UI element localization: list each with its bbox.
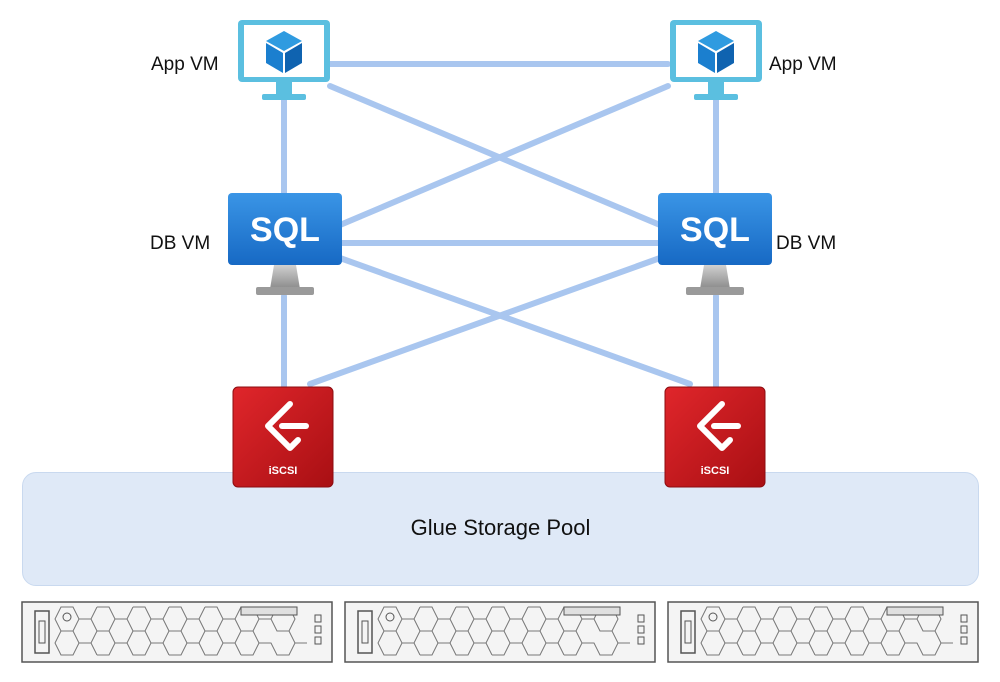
storage-pool-label: Glue Storage Pool	[410, 515, 591, 540]
rack-server-icon	[21, 601, 333, 663]
rack-server-icon	[344, 601, 656, 663]
glue-storage-pool: Glue Storage Pool	[22, 472, 979, 586]
app-vm-monitor-icon	[670, 20, 762, 100]
sql-monitor-icon: SQL	[658, 193, 772, 295]
db-vm-right-label: DB VM	[776, 233, 837, 254]
db-vm-left-label: DB VM	[150, 233, 211, 254]
rack-server-icon	[667, 601, 979, 663]
iscsi-icon-text: iSCSI	[269, 465, 298, 477]
link-app-right-db-left	[337, 83, 671, 228]
link-db-right-iscsi-left	[307, 255, 663, 387]
iscsi-target-icon: iSCSI	[664, 386, 766, 488]
link-app-left-db-right	[327, 83, 663, 228]
app-vm-left-label: App VM	[151, 54, 219, 75]
app-vm-right-label: App VM	[769, 54, 837, 75]
link-db-left-iscsi-right	[337, 255, 693, 387]
sql-monitor-icon: SQL	[228, 193, 342, 295]
sql-icon-text: SQL	[250, 211, 320, 249]
sql-icon-text: SQL	[680, 211, 750, 249]
iscsi-target-icon: iSCSI	[232, 386, 334, 488]
app-vm-monitor-icon	[238, 20, 330, 100]
iscsi-icon-text: iSCSI	[701, 465, 730, 477]
